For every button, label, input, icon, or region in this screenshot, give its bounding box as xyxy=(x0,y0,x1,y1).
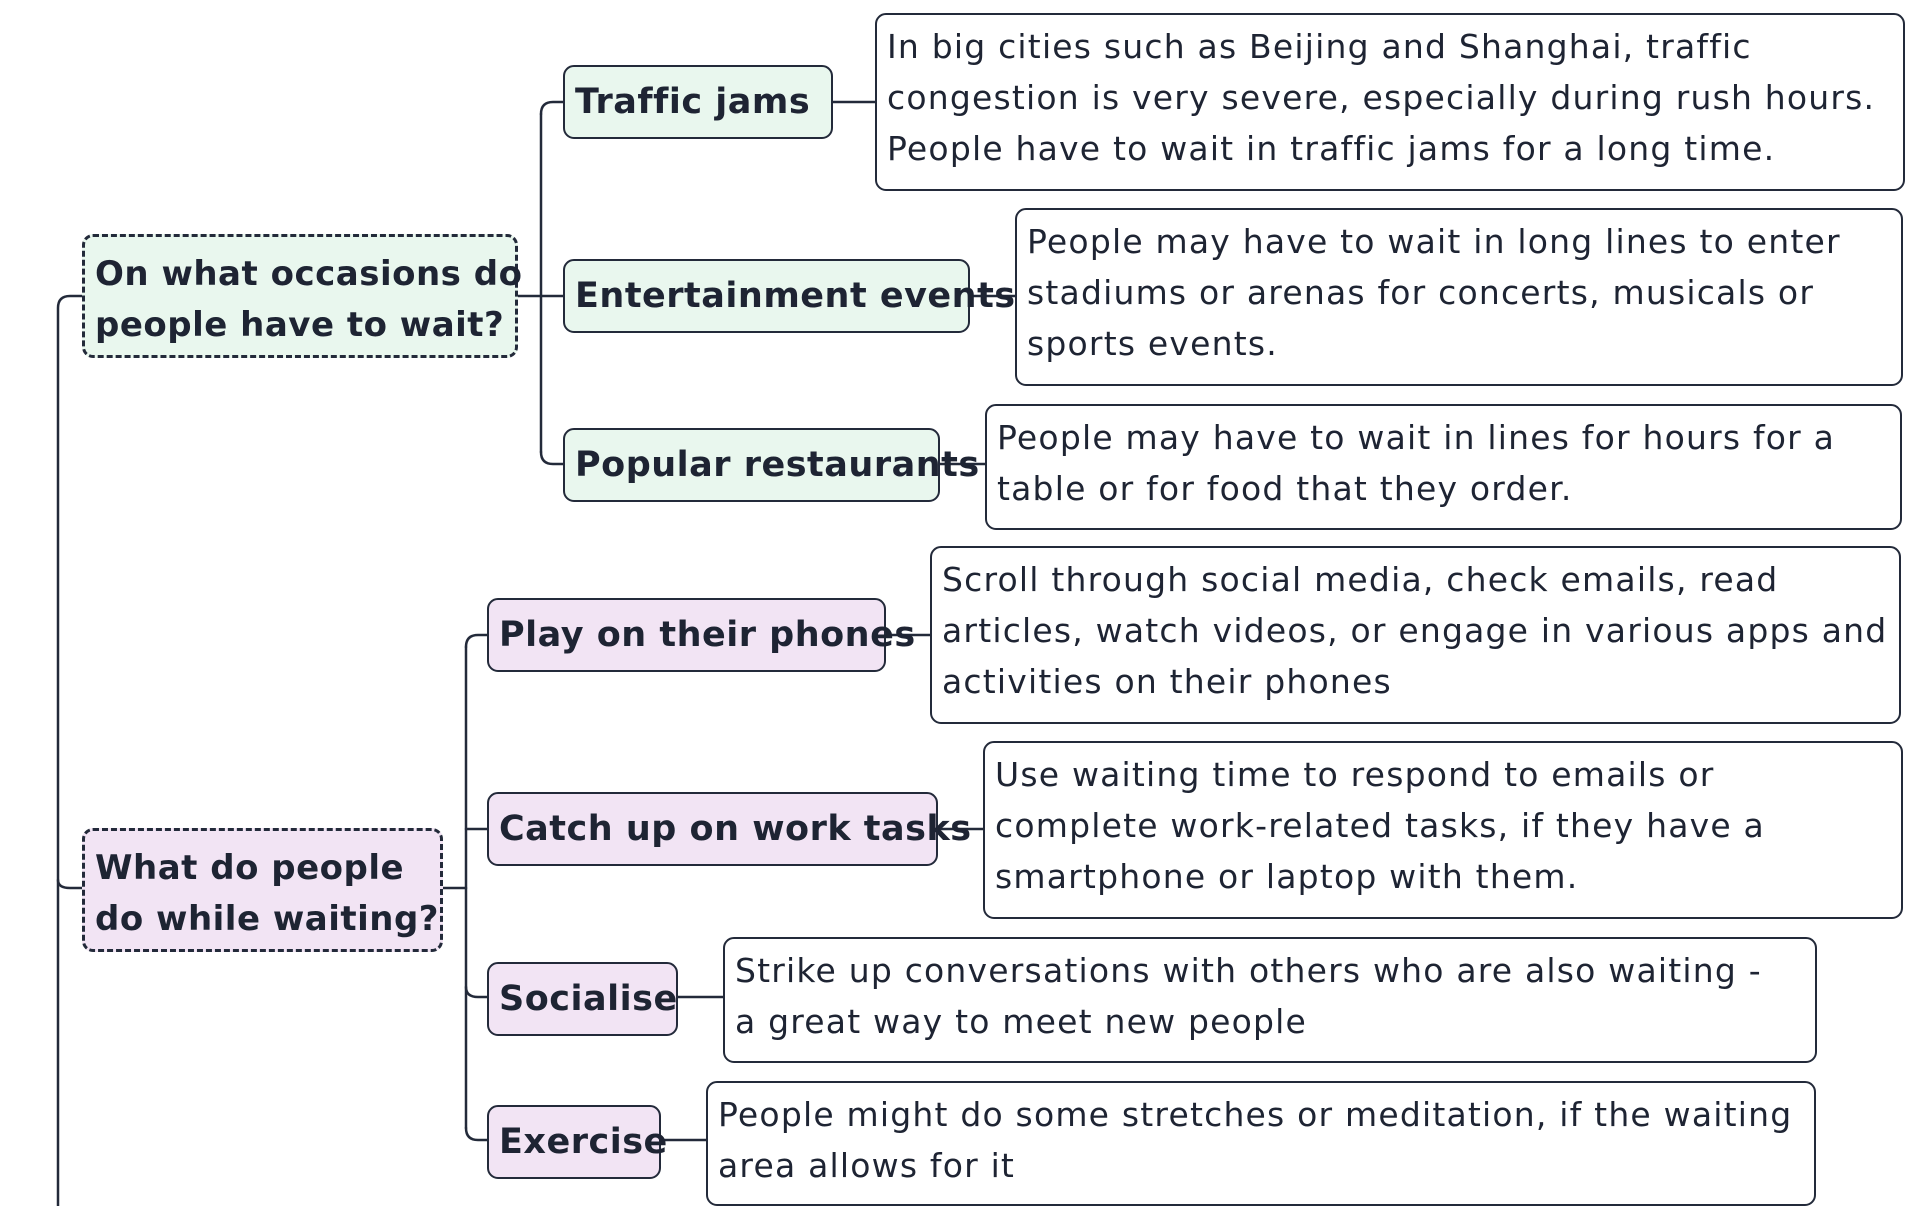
topic-line: do while waiting? xyxy=(95,899,440,939)
category-label: Exercise xyxy=(499,1122,668,1162)
detail-line: articles, watch videos, or engage in var… xyxy=(942,611,1888,650)
category-popular-restaurants: Popular restaurants xyxy=(563,428,979,502)
category-catch-up-work: Catch up on work tasks xyxy=(487,792,971,866)
detail-line: table or for food that they order. xyxy=(997,469,1573,508)
detail-line: stadiums or arenas for concerts, musical… xyxy=(1027,273,1815,312)
category-play-on-phones: Play on their phones xyxy=(487,598,915,672)
detail-line: activities on their phones xyxy=(942,662,1392,701)
category-socialise: Socialise xyxy=(487,962,678,1036)
detail-line: sports events. xyxy=(1027,324,1278,363)
detail-entertainment-events: People may have to wait in long lines to… xyxy=(1015,208,1903,386)
detail-line: People might do some stretches or medita… xyxy=(718,1095,1793,1134)
category-label: Entertainment events xyxy=(575,276,1016,316)
detail-traffic-jams: In big cities such as Beijing and Shangh… xyxy=(875,13,1905,191)
detail-line: Scroll through social media, check email… xyxy=(942,560,1779,599)
detail-line: In big cities such as Beijing and Shangh… xyxy=(887,27,1752,66)
category-entertainment-events: Entertainment events xyxy=(563,259,1015,333)
detail-socialise: Strike up conversations with others who … xyxy=(723,937,1817,1063)
topic-line: people have to wait? xyxy=(95,305,505,345)
category-exercise: Exercise xyxy=(487,1105,667,1179)
category-label: Socialise xyxy=(499,979,678,1019)
topic-while-waiting: What do people do while waiting? xyxy=(82,828,443,952)
detail-exercise: People might do some stretches or medita… xyxy=(706,1081,1816,1206)
detail-line: Use waiting time to respond to emails or xyxy=(995,755,1715,794)
detail-popular-restaurants: People may have to wait in lines for hou… xyxy=(985,404,1902,530)
detail-line: congestion is very severe, especially du… xyxy=(887,78,1876,117)
category-label: Catch up on work tasks xyxy=(499,809,972,849)
topic-occasions: On what occasions do people have to wait… xyxy=(82,234,523,358)
detail-line: smartphone or laptop with them. xyxy=(995,857,1579,896)
category-label: Play on their phones xyxy=(499,615,916,655)
detail-line: People may have to wait in lines for hou… xyxy=(997,418,1836,457)
detail-line: People have to wait in traffic jams for … xyxy=(887,129,1776,168)
detail-line: Strike up conversations with others who … xyxy=(735,951,1762,990)
category-label: Traffic jams xyxy=(575,82,811,122)
category-traffic-jams: Traffic jams xyxy=(563,65,833,139)
detail-play-on-phones: Scroll through social media, check email… xyxy=(930,546,1901,724)
detail-line: complete work-related tasks, if they hav… xyxy=(995,806,1765,845)
topic-line: What do people xyxy=(95,848,405,888)
detail-line: area allows for it xyxy=(718,1146,1016,1185)
topic-line: On what occasions do xyxy=(95,254,523,294)
detail-line: a great way to meet new people xyxy=(735,1002,1308,1041)
category-label: Popular restaurants xyxy=(575,445,980,485)
detail-catch-up-work: Use waiting time to respond to emails or… xyxy=(983,741,1903,919)
detail-line: People may have to wait in long lines to… xyxy=(1027,222,1841,261)
